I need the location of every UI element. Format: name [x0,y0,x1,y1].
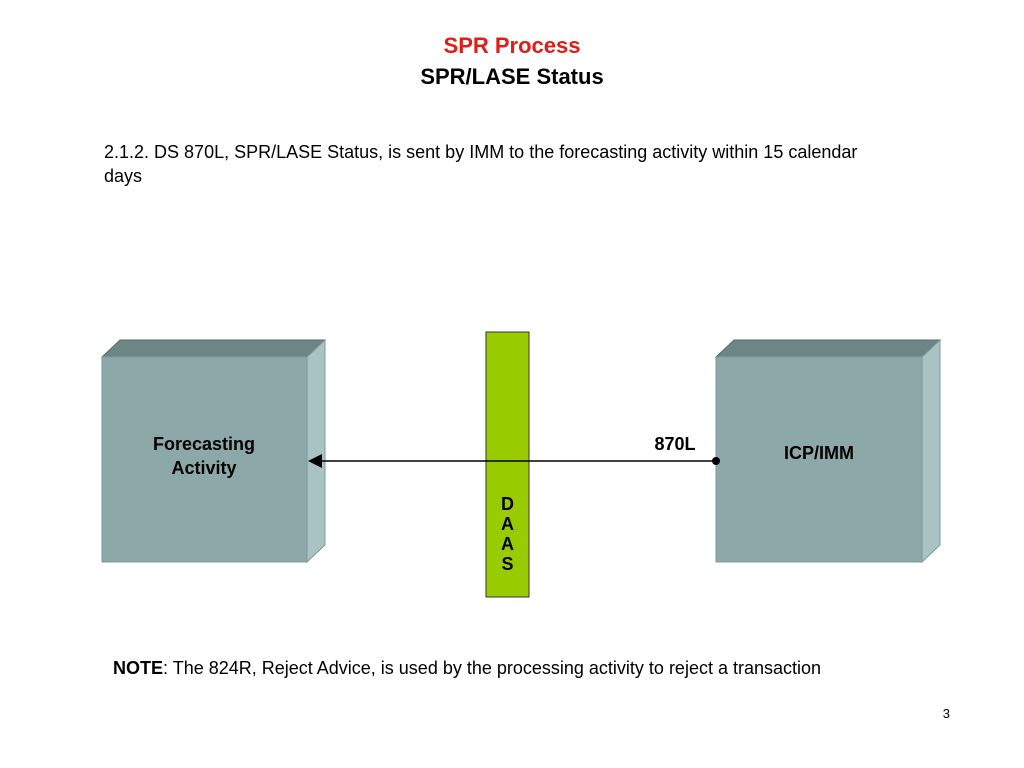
edge-870l-arrowhead [308,454,322,468]
icp-box-side [921,338,941,564]
edge-870l-label: 870L [654,434,696,454]
forecasting-label-line1: Forecasting [152,434,256,454]
icp-imm-box [714,338,942,564]
daas-letter: S [501,554,514,574]
forecasting-box-top [100,339,327,358]
slide-subtitle: SPR/LASE Status [420,64,604,89]
forecasting-box-side [306,338,326,564]
forecasting-box-front [101,356,308,563]
page-number: 3 [942,706,950,721]
note-body: : The 824R, Reject Advice, is used by th… [163,658,822,678]
daas-letter: A [501,514,514,534]
edge-870l-origin-dot [712,457,720,465]
icp-box-top [714,339,942,358]
daas-letter: A [501,534,514,554]
slide-title: SPR Process [443,33,581,58]
forecasting-label-line2: Activity [171,458,237,478]
note-text: NOTE: The 824R, Reject Advice, is used b… [113,656,933,680]
forecasting-activity-label: Forecasting Activity [102,432,306,480]
icp-imm-label: ICP/IMM [784,443,854,463]
edge-870l [308,454,720,468]
icp-box-front [715,356,923,563]
note-label: NOTE [113,658,164,678]
forecasting-activity-box [100,338,327,564]
description-text: 2.1.2. DS 870L, SPR/LASE Status, is sent… [104,142,858,186]
daas-bar [485,331,530,598]
daas-letter: D [501,494,514,514]
daas-label: D A A S [486,494,529,574]
